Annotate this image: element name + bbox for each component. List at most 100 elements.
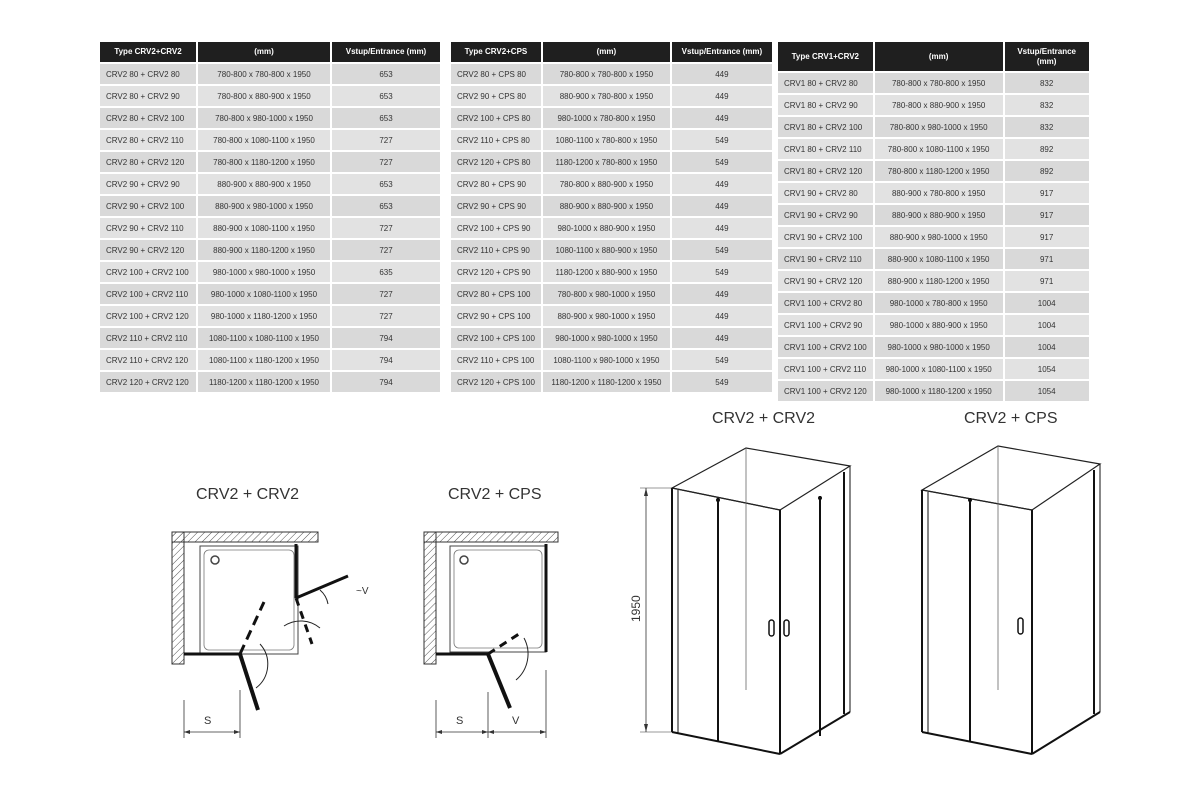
plan1-label-v: ~V bbox=[356, 586, 369, 597]
cell-dimensions: 880-900 x 980-1000 x 1950 bbox=[542, 306, 670, 326]
cell-dimensions: 880-900 x 980-1000 x 1950 bbox=[874, 227, 1003, 247]
cell-dimensions: 980-1000 x 1180-1200 x 1950 bbox=[198, 306, 330, 326]
table-header-row: Type CRV2+CPS (mm) Vstup/Entrance (mm) bbox=[451, 42, 772, 62]
cell-entrance: 449 bbox=[671, 196, 772, 216]
cell-type: CRV2 90 + CPS 80 bbox=[451, 86, 541, 106]
cell-type: CRV2 100 + CRV2 110 bbox=[100, 284, 196, 304]
cell-type: CRV2 110 + CPS 100 bbox=[451, 350, 541, 370]
cell-type: CRV1 90 + CRV2 110 bbox=[778, 249, 873, 269]
cell-entrance: 794 bbox=[332, 350, 440, 370]
cell-dimensions: 980-1000 x 780-800 x 1950 bbox=[542, 108, 670, 128]
cell-dimensions: 980-1000 x 980-1000 x 1950 bbox=[198, 262, 330, 282]
cell-dimensions: 880-900 x 880-900 x 1950 bbox=[542, 196, 670, 216]
plan-crv2-cps-title: CRV2 + CPS bbox=[448, 486, 542, 503]
cell-type: CRV2 90 + CPS 90 bbox=[451, 196, 541, 216]
cell-entrance: 549 bbox=[671, 350, 772, 370]
cell-type: CRV2 80 + CRV2 80 bbox=[100, 64, 196, 84]
cell-dimensions: 1180-1200 x 1180-1200 x 1950 bbox=[542, 372, 670, 392]
cell-type: CRV2 90 + CRV2 110 bbox=[100, 218, 196, 238]
col-header-entrance: Vstup/Entrance (mm) bbox=[1004, 42, 1089, 71]
cell-dimensions: 880-900 x 1080-1100 x 1950 bbox=[198, 218, 330, 238]
cell-type: CRV1 90 + CRV2 120 bbox=[778, 271, 873, 291]
cell-type: CRV1 90 + CRV2 90 bbox=[778, 205, 873, 225]
cell-entrance: 794 bbox=[332, 328, 440, 348]
cell-dimensions: 1180-1200 x 880-900 x 1950 bbox=[542, 262, 670, 282]
plan-crv2-cps-drawing: S V bbox=[423, 531, 559, 738]
iso1-height-label: 1950 bbox=[629, 595, 643, 622]
cell-dimensions: 880-900 x 880-900 x 1950 bbox=[198, 174, 330, 194]
cell-dimensions: 1180-1200 x 1180-1200 x 1950 bbox=[198, 372, 330, 392]
cell-dimensions: 980-1000 x 1080-1100 x 1950 bbox=[198, 284, 330, 304]
plan2-label-s: S bbox=[456, 715, 463, 727]
cell-entrance: 449 bbox=[671, 284, 772, 304]
cell-type: CRV2 80 + CRV2 100 bbox=[100, 108, 196, 128]
table-header-row: Type CRV2+CRV2 (mm) Vstup/Entrance (mm) bbox=[100, 42, 440, 62]
cell-entrance: 653 bbox=[332, 174, 440, 194]
cell-type: CRV2 90 + CPS 100 bbox=[451, 306, 541, 326]
cell-type: CRV1 80 + CRV2 110 bbox=[778, 139, 873, 159]
cell-entrance: 549 bbox=[671, 240, 772, 260]
cell-entrance: 832 bbox=[1004, 117, 1089, 137]
cell-entrance: 892 bbox=[1004, 139, 1089, 159]
cell-type: CRV2 80 + CRV2 120 bbox=[100, 152, 196, 172]
cell-dimensions: 780-800 x 980-1000 x 1950 bbox=[874, 117, 1003, 137]
cell-entrance: 653 bbox=[332, 108, 440, 128]
cell-dimensions: 780-800 x 1180-1200 x 1950 bbox=[198, 152, 330, 172]
cell-entrance: 549 bbox=[671, 130, 772, 150]
cell-dimensions: 880-900 x 1180-1200 x 1950 bbox=[874, 271, 1003, 291]
cell-type: CRV2 110 + CPS 90 bbox=[451, 240, 541, 260]
cell-entrance: 727 bbox=[332, 284, 440, 304]
cell-dimensions: 980-1000 x 880-900 x 1950 bbox=[874, 315, 1003, 335]
cell-type: CRV2 80 + CRV2 90 bbox=[100, 86, 196, 106]
col-header-type: Type CRV1+CRV2 bbox=[778, 42, 873, 71]
cell-type: CRV2 110 + CRV2 120 bbox=[100, 350, 196, 370]
cell-type: CRV2 80 + CPS 100 bbox=[451, 284, 541, 304]
cell-dimensions: 880-900 x 1080-1100 x 1950 bbox=[874, 249, 1003, 269]
cell-dimensions: 880-900 x 780-800 x 1950 bbox=[874, 183, 1003, 203]
cell-type: CRV2 80 + CPS 80 bbox=[451, 64, 541, 84]
cell-dimensions: 780-800 x 880-900 x 1950 bbox=[198, 86, 330, 106]
cell-dimensions: 780-800 x 780-800 x 1950 bbox=[542, 64, 670, 84]
cell-type: CRV1 100 + CRV2 110 bbox=[778, 359, 873, 379]
cell-entrance: 1054 bbox=[1004, 359, 1089, 379]
cell-type: CRV1 100 + CRV2 100 bbox=[778, 337, 873, 357]
iso-crv2-cps-title: CRV2 + CPS bbox=[964, 410, 1058, 427]
cell-type: CRV2 80 + CPS 90 bbox=[451, 174, 541, 194]
cell-entrance: 449 bbox=[671, 174, 772, 194]
cell-dimensions: 980-1000 x 980-1000 x 1950 bbox=[542, 328, 670, 348]
cell-dimensions: 980-1000 x 1180-1200 x 1950 bbox=[874, 381, 1003, 401]
cell-entrance: 449 bbox=[671, 108, 772, 128]
cell-type: CRV2 90 + CRV2 90 bbox=[100, 174, 196, 194]
cell-entrance: 917 bbox=[1004, 183, 1089, 203]
cell-type: CRV1 100 + CRV2 120 bbox=[778, 381, 873, 401]
cell-dimensions: 880-900 x 880-900 x 1950 bbox=[874, 205, 1003, 225]
col-header-mm: (mm) bbox=[198, 42, 330, 62]
cell-dimensions: 980-1000 x 880-900 x 1950 bbox=[542, 218, 670, 238]
cell-entrance: 794 bbox=[332, 372, 440, 392]
table-crv2-cps: Type CRV2+CPS (mm) Vstup/Entrance (mm) C… bbox=[449, 40, 774, 394]
cell-type: CRV1 80 + CRV2 80 bbox=[778, 73, 873, 93]
cell-entrance: 449 bbox=[671, 218, 772, 238]
cell-entrance: 549 bbox=[671, 152, 772, 172]
cell-dimensions: 1080-1100 x 1080-1100 x 1950 bbox=[198, 328, 330, 348]
